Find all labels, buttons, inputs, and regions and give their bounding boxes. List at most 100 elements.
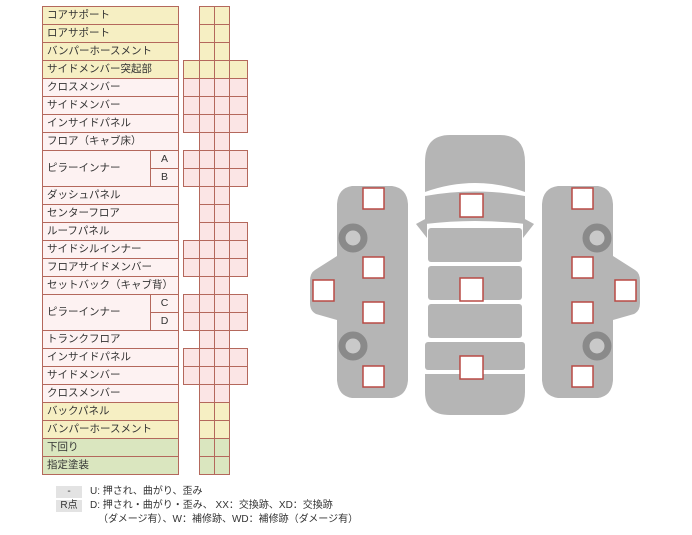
damage-cell[interactable] xyxy=(229,96,248,115)
damage-cell[interactable] xyxy=(183,240,200,259)
damage-cell[interactable] xyxy=(214,114,230,133)
damage-cell[interactable] xyxy=(214,6,230,25)
damage-marker-box[interactable] xyxy=(459,277,484,302)
damage-cell[interactable] xyxy=(199,150,215,169)
damage-cell[interactable] xyxy=(214,312,230,331)
damage-cell[interactable] xyxy=(229,78,248,97)
damage-marker-box[interactable] xyxy=(571,365,594,388)
damage-cell[interactable] xyxy=(199,168,215,187)
spacer xyxy=(184,403,200,421)
damage-cell[interactable] xyxy=(214,60,230,79)
damage-cell[interactable] xyxy=(199,312,215,331)
damage-cell[interactable] xyxy=(199,114,215,133)
damage-marker-box[interactable] xyxy=(362,256,385,279)
damage-cell[interactable] xyxy=(199,258,215,277)
damage-cell[interactable] xyxy=(214,366,230,385)
damage-cell[interactable] xyxy=(199,24,215,43)
damage-cell[interactable] xyxy=(199,366,215,385)
damage-cell[interactable] xyxy=(199,222,215,241)
damage-cell[interactable] xyxy=(199,276,215,295)
damage-cell[interactable] xyxy=(199,402,215,421)
damage-marker-box[interactable] xyxy=(362,301,385,324)
damage-cell[interactable] xyxy=(199,420,215,439)
damage-cell[interactable] xyxy=(229,294,248,313)
damage-cell[interactable] xyxy=(229,150,248,169)
damage-cell[interactable] xyxy=(199,6,215,25)
damage-cell[interactable] xyxy=(199,42,215,61)
damage-cell[interactable] xyxy=(183,150,200,169)
mirror-right-icon xyxy=(523,218,534,238)
damage-cell[interactable] xyxy=(199,186,215,205)
damage-marker-box[interactable] xyxy=(571,187,594,210)
damage-cell[interactable] xyxy=(214,330,230,349)
damage-marker-box[interactable] xyxy=(614,279,637,302)
damage-cell[interactable] xyxy=(199,96,215,115)
damage-cell[interactable] xyxy=(214,456,230,475)
damage-cell[interactable] xyxy=(199,60,215,79)
damage-cell[interactable] xyxy=(214,186,230,205)
damage-cell[interactable] xyxy=(229,348,248,367)
part-label: センターフロア xyxy=(42,204,179,223)
damage-cell[interactable] xyxy=(214,150,230,169)
damage-cell[interactable] xyxy=(214,42,230,61)
damage-cell[interactable] xyxy=(199,330,215,349)
damage-cell[interactable] xyxy=(229,60,248,79)
damage-cell[interactable] xyxy=(183,78,200,97)
damage-cell[interactable] xyxy=(183,366,200,385)
damage-cell[interactable] xyxy=(214,384,230,403)
damage-marker-box[interactable] xyxy=(362,365,385,388)
damage-cell[interactable] xyxy=(214,438,230,457)
spacer xyxy=(184,421,200,439)
damage-cell[interactable] xyxy=(214,294,230,313)
damage-cell[interactable] xyxy=(214,132,230,151)
damage-cell[interactable] xyxy=(229,222,248,241)
damage-cell[interactable] xyxy=(214,240,230,259)
damage-cell[interactable] xyxy=(183,258,200,277)
damage-cell[interactable] xyxy=(199,294,215,313)
damage-cell[interactable] xyxy=(183,168,200,187)
damage-cell[interactable] xyxy=(229,258,248,277)
damage-cell[interactable] xyxy=(183,96,200,115)
damage-cell[interactable] xyxy=(214,402,230,421)
damage-cell[interactable] xyxy=(199,438,215,457)
damage-cell[interactable] xyxy=(229,366,248,385)
damage-cell[interactable] xyxy=(199,132,215,151)
damage-marker-box[interactable] xyxy=(312,279,335,302)
part-label: フロア（キャブ床） xyxy=(42,132,179,151)
damage-cell[interactable] xyxy=(199,78,215,97)
damage-cell[interactable] xyxy=(183,348,200,367)
damage-cell[interactable] xyxy=(199,204,215,223)
damage-marker-box[interactable] xyxy=(571,256,594,279)
damage-cell[interactable] xyxy=(214,168,230,187)
damage-cell[interactable] xyxy=(214,348,230,367)
part-label: フロアサイドメンバー xyxy=(42,258,179,277)
damage-cell[interactable] xyxy=(229,312,248,331)
damage-cell[interactable] xyxy=(199,348,215,367)
damage-cell[interactable] xyxy=(183,60,200,79)
damage-cell[interactable] xyxy=(214,24,230,43)
damage-cell[interactable] xyxy=(214,258,230,277)
damage-marker-box[interactable] xyxy=(459,355,484,380)
damage-marker-box[interactable] xyxy=(459,193,484,218)
damage-cell[interactable] xyxy=(214,276,230,295)
damage-cell[interactable] xyxy=(199,384,215,403)
damage-cell[interactable] xyxy=(229,114,248,133)
damage-cell[interactable] xyxy=(214,222,230,241)
damage-cell[interactable] xyxy=(214,204,230,223)
part-label: バックパネル xyxy=(42,402,179,421)
damage-cell[interactable] xyxy=(229,240,248,259)
damage-cell[interactable] xyxy=(214,420,230,439)
damage-cell[interactable] xyxy=(183,114,200,133)
table-row: セットバック（キャブ背） xyxy=(42,276,248,295)
damage-marker-box[interactable] xyxy=(362,187,385,210)
damage-cell[interactable] xyxy=(214,78,230,97)
car-diagram xyxy=(310,135,640,415)
damage-marker-box[interactable] xyxy=(571,301,594,324)
damage-cell[interactable] xyxy=(183,312,200,331)
damage-cell[interactable] xyxy=(229,168,248,187)
damage-cell[interactable] xyxy=(199,456,215,475)
damage-cell[interactable] xyxy=(199,240,215,259)
damage-cell[interactable] xyxy=(183,294,200,313)
damage-cell[interactable] xyxy=(214,96,230,115)
spacer xyxy=(184,331,200,349)
